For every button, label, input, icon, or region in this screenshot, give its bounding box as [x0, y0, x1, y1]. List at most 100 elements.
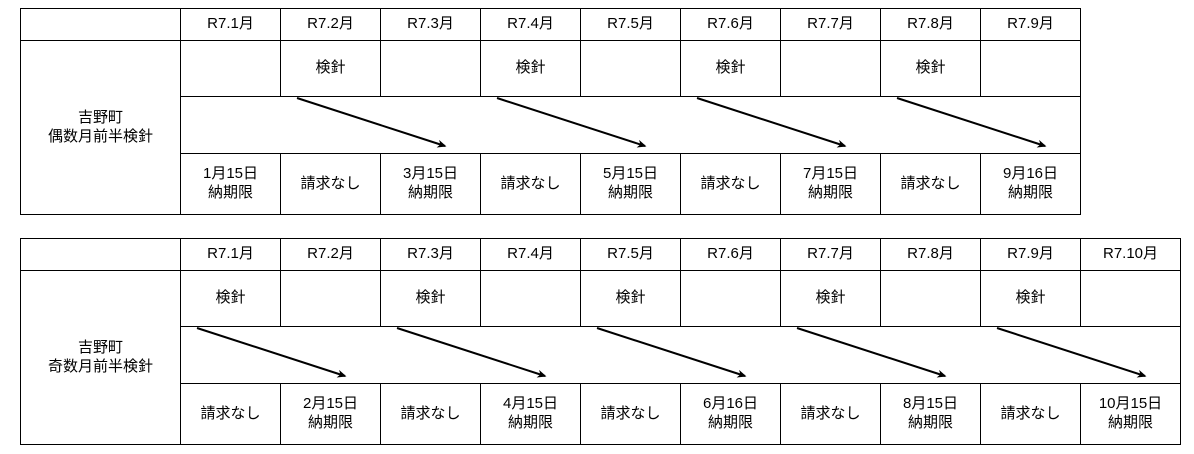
meter-reading-row: 吉野町 偶数月前半検針 検針 検針 検針 検針 [20, 40, 1081, 215]
due-date-cell: 6月16日納期限 [680, 383, 781, 445]
month-header-cell: R7.6月 [680, 8, 781, 41]
due-date-line: 1月15日 [202, 165, 259, 183]
month-header-cell: R7.6月 [680, 238, 781, 271]
due-date-cell: 4月15日納期限 [480, 383, 581, 445]
no-billing-cell: 請求なし [880, 153, 981, 215]
empty-cell [780, 40, 881, 97]
flow-arrow [196, 327, 347, 378]
arrow-layer [196, 327, 1147, 378]
month-header-cell: R7.9月 [980, 8, 1081, 41]
empty-cell [180, 40, 281, 97]
month-header-cell: R7.3月 [380, 238, 481, 271]
corner-cell [20, 8, 181, 41]
due-date-line: 請求なし [200, 404, 261, 422]
flow-arrow [796, 327, 947, 378]
no-billing-cell: 請求なし [980, 383, 1081, 445]
no-billing-cell: 請求なし [680, 153, 781, 215]
meter-reading-cell: 検針 [680, 40, 781, 97]
flow-arrow [396, 327, 547, 378]
arrow-cell [180, 96, 1081, 154]
due-date-cell: 7月15日納期限 [780, 153, 881, 215]
arrow-layer [296, 97, 1047, 148]
meter-reading-cell: 検針 [480, 40, 581, 97]
due-date-line: 請求なし [900, 174, 961, 192]
arrow-row [21, 96, 1081, 154]
empty-cell [380, 40, 481, 97]
arrow-row [21, 326, 1181, 384]
meter-reading-cell: 検針 [280, 40, 381, 97]
due-label-line: 納期限 [1107, 414, 1153, 431]
no-billing-cell: 請求なし [380, 383, 481, 445]
month-header-cell: R7.3月 [380, 8, 481, 41]
due-label-line: 納期限 [607, 184, 653, 201]
month-header-cell: R7.7月 [780, 8, 881, 41]
due-date-line: 8月15日 [902, 395, 959, 413]
due-date-line: 請求なし [300, 174, 361, 192]
due-date-cell: 9月16日納期限 [980, 153, 1081, 215]
meter-reading-cell: 検針 [380, 270, 481, 327]
due-label-line: 納期限 [307, 414, 353, 431]
row-group-label: 吉野町 偶数月前半検針 [20, 40, 181, 215]
due-date-line: 請求なし [400, 404, 461, 422]
due-label-line: 納期限 [507, 414, 553, 431]
month-header-cell: R7.2月 [280, 8, 381, 41]
month-header-cell: R7.1月 [180, 238, 281, 271]
due-date-line: 2月15日 [302, 395, 359, 413]
due-date-cell: 1月15日納期限 [180, 153, 281, 215]
due-date-line: 請求なし [700, 174, 761, 192]
flow-arrow [696, 97, 847, 148]
due-label-line: 納期限 [207, 184, 253, 201]
month-header-cell: R7.5月 [580, 238, 681, 271]
due-label-line: 納期限 [407, 184, 453, 201]
meter-reading-cell: 検針 [980, 270, 1081, 327]
month-header-cell: R7.2月 [280, 238, 381, 271]
due-date-cell: 5月15日納期限 [580, 153, 681, 215]
arrow-cell [180, 326, 1181, 384]
meter-reading-row: 吉野町 奇数月前半検針検針検針検針検針検針 [20, 270, 1181, 445]
flow-arrow [996, 327, 1147, 378]
meter-reading-cell: 検針 [780, 270, 881, 327]
empty-cell [480, 270, 581, 327]
no-billing-cell: 請求なし [580, 383, 681, 445]
empty-cell [280, 270, 381, 327]
no-billing-cell: 請求なし [280, 153, 381, 215]
due-date-line: 7月15日 [802, 165, 859, 183]
empty-cell [980, 40, 1081, 97]
month-header-cell: R7.7月 [780, 238, 881, 271]
month-header-cell: R7.1月 [180, 8, 281, 41]
due-date-cell: 3月15日納期限 [380, 153, 481, 215]
due-label-line: 納期限 [707, 414, 753, 431]
due-date-line: 請求なし [500, 174, 561, 192]
no-billing-cell: 請求なし [480, 153, 581, 215]
month-header-cell: R7.10月 [1080, 238, 1181, 271]
empty-cell [580, 40, 681, 97]
meter-reading-cell: 検針 [180, 270, 281, 327]
row-group-label: 吉野町 奇数月前半検針 [20, 270, 181, 445]
due-date-line: 請求なし [1000, 404, 1061, 422]
flow-arrow [496, 97, 647, 148]
due-date-cell: 8月15日納期限 [880, 383, 981, 445]
corner-cell [20, 238, 181, 271]
due-date-line: 請求なし [600, 404, 661, 422]
month-header-cell: R7.8月 [880, 238, 981, 271]
empty-cell [880, 270, 981, 327]
flow-arrow [896, 97, 1047, 148]
due-date-line: 4月15日 [502, 395, 559, 413]
due-date-cell: 2月15日納期限 [280, 383, 381, 445]
due-date-line: 請求なし [800, 404, 861, 422]
empty-cell [680, 270, 781, 327]
empty-cell [1080, 270, 1181, 327]
flow-arrow [296, 97, 447, 148]
due-date-line: 10月15日 [1098, 395, 1163, 413]
due-label-line: 納期限 [907, 414, 953, 431]
meter-reading-cell: 検針 [880, 40, 981, 97]
due-date-line: 3月15日 [402, 165, 459, 183]
flow-arrow [596, 327, 747, 378]
due-date-cell: 10月15日納期限 [1080, 383, 1181, 445]
